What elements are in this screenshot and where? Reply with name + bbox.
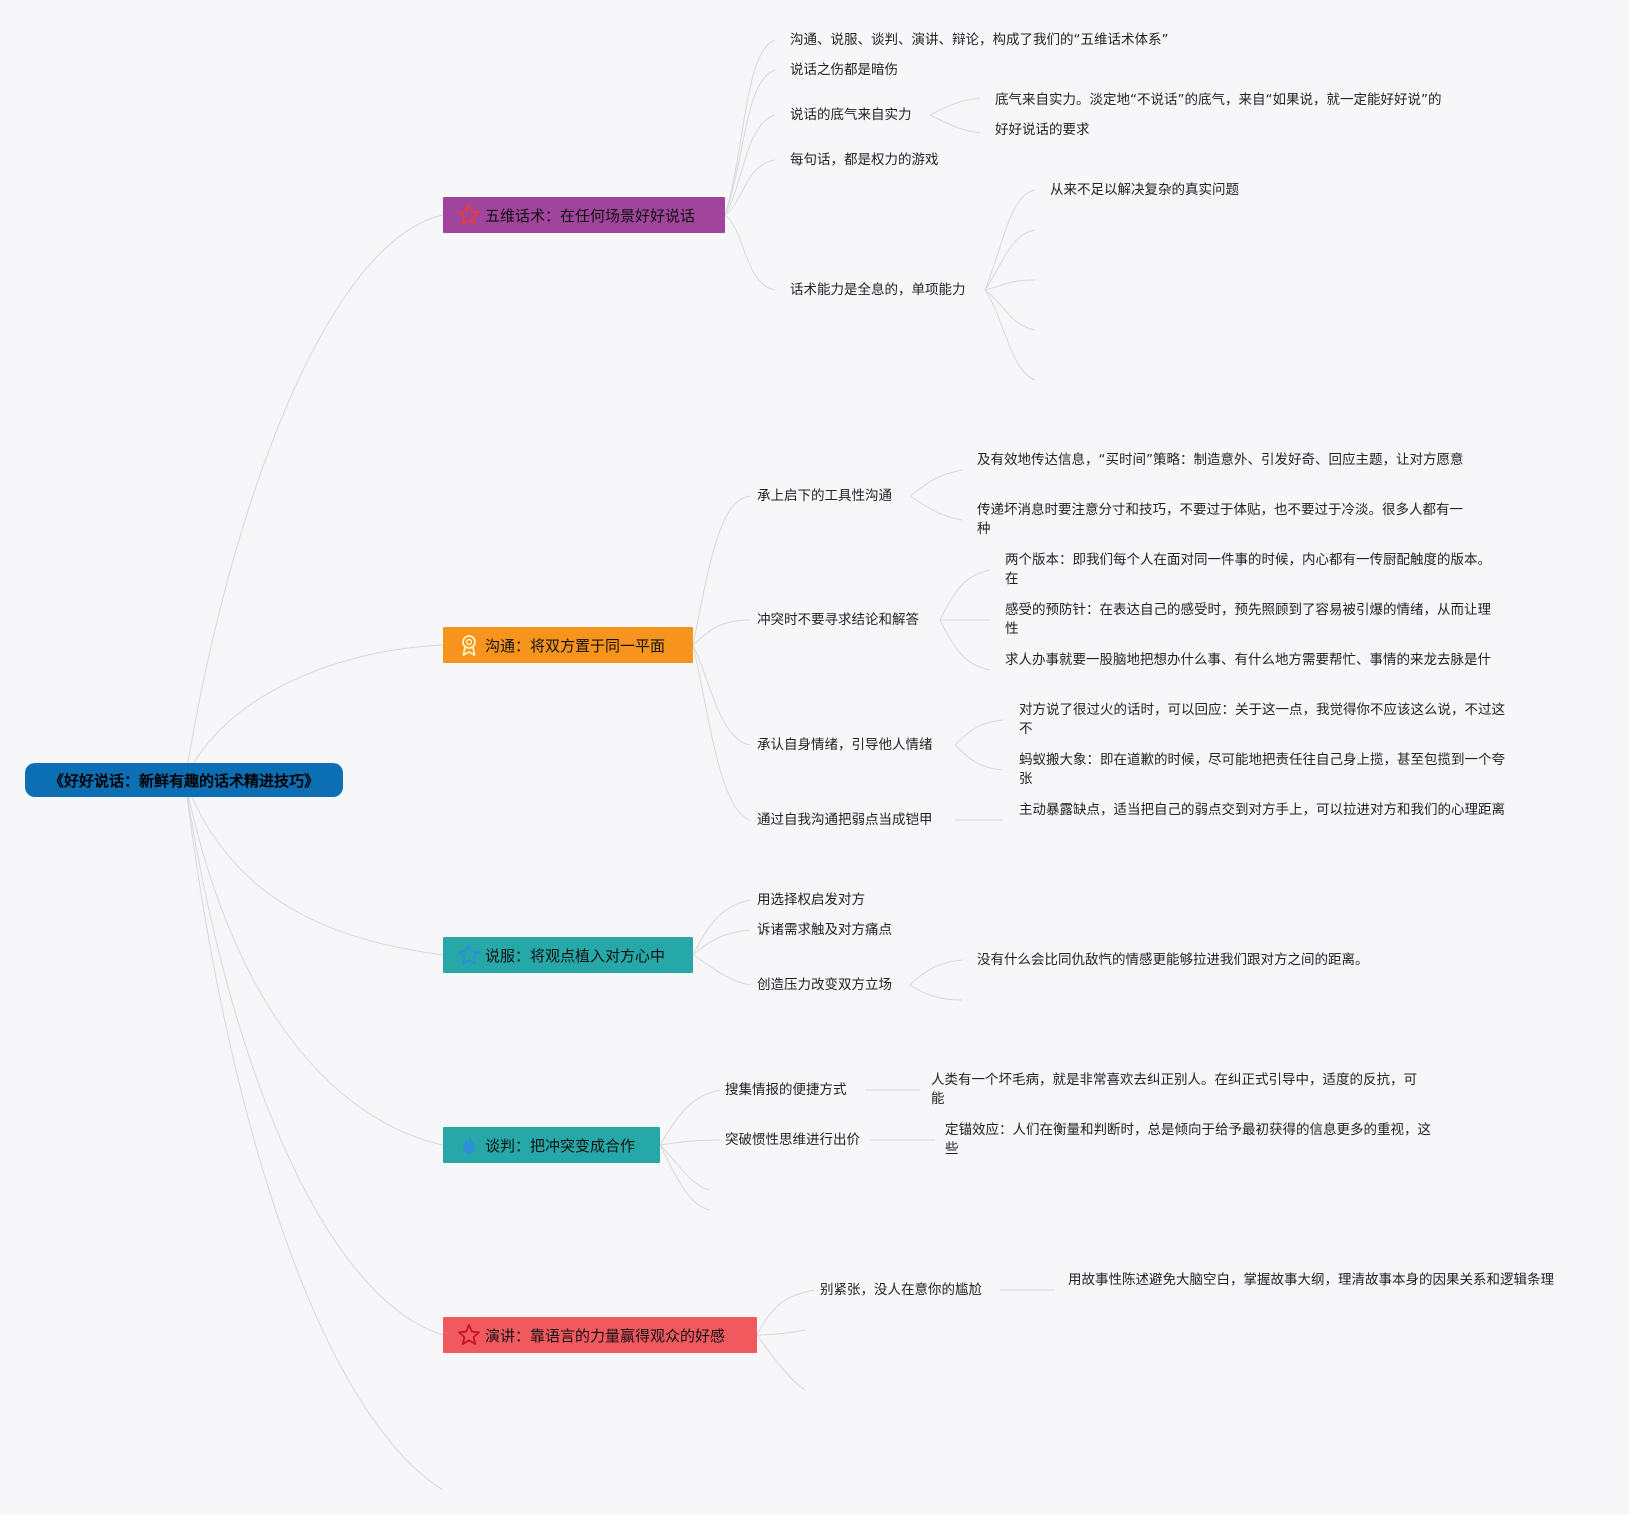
edge — [692, 495, 751, 646]
topic-tanpan-b1[interactable]: 定锚效应：人们在衡量和判断时，总是倾向于给予最初获得的信息更多的重视，这些 — [945, 1122, 1431, 1157]
topic-goutong-d[interactable]: 通过自我沟通把弱点当成铠甲 — [757, 812, 933, 828]
edge — [184, 214, 444, 781]
topic-wuwei-a[interactable]: 沟通、说服、谈判、演讲、辩论，构成了我们的“五维话术体系” — [790, 32, 1169, 48]
edge — [984, 289, 1036, 331]
branch-wuwei[interactable]: 五维话术：在任何场景好好说话 — [443, 197, 725, 233]
edge — [909, 495, 963, 521]
branch-tanpan[interactable]: 谈判：把冲突变成合作 — [443, 1127, 660, 1163]
topic-wuwei-c1[interactable]: 底气来自实力。淡定地“不说话”的底气，来自“如果说，就一定能好好说”的 — [995, 92, 1442, 108]
topic-goutong-b2[interactable]: 感受的预防针：在表达自己的感受时，预先照顾到了容易被引爆的情绪，从而让理性 — [1005, 602, 1491, 637]
edge — [939, 569, 991, 621]
edge — [184, 644, 444, 781]
edge — [724, 214, 776, 291]
topic-goutong-a1[interactable]: 及有效地传达信息，“买时间”策略：制造意外、引发好奇、回应主题，让对方愿意 — [977, 452, 1464, 468]
edge — [184, 779, 444, 956]
edge — [724, 69, 776, 216]
edge — [692, 954, 751, 986]
branch-yanjiang-label: 演讲：靠语言的力量赢得观众的好感 — [485, 1326, 726, 1345]
topic-yanjiang-a[interactable]: 别紧张，没人在意你的尴尬 — [820, 1282, 982, 1298]
topic-goutong-c[interactable]: 承认自身情绪，引导他人情绪 — [757, 737, 933, 753]
topic-tanpan-a[interactable]: 搜集情报的便捷方式 — [725, 1082, 847, 1098]
edge — [954, 744, 1004, 771]
edge — [909, 469, 963, 497]
flame-icon — [463, 1135, 475, 1154]
topic-tanpan-a1[interactable]: 人类有一个坏毛病，就是非常喜欢去纠正别人。在纠正式引导中，适度的反抗，可能 — [931, 1072, 1417, 1107]
edge — [954, 719, 1004, 746]
edge — [756, 1329, 806, 1336]
root-topic-label: 《好好说话：新鲜有趣的话术精进技巧》 — [48, 771, 319, 790]
branch-wuwei-label: 五维话术：在任何场景好好说话 — [485, 206, 696, 225]
branch-tanpan-label: 谈判：把冲突变成合作 — [485, 1136, 636, 1155]
edge — [692, 899, 751, 956]
topic-wuwei-c[interactable]: 说话的底气来自实力 — [790, 107, 912, 123]
branch-yanjiang[interactable]: 演讲：靠语言的力量赢得观众的好感 — [443, 1317, 757, 1353]
branch-goutong-label: 沟通：将双方置于同一平面 — [485, 636, 666, 655]
edge — [184, 779, 444, 1336]
edge — [692, 929, 751, 956]
edge — [929, 97, 981, 116]
edge — [939, 619, 991, 671]
edge — [984, 289, 1036, 381]
branch-shuofu[interactable]: 说服：将观点植入对方心中 — [443, 937, 693, 973]
edge — [659, 1144, 711, 1191]
topic-goutong-b1[interactable]: 两个版本：即我们每个人在面对同一件事的时候，内心都有一传厨配触度的版本。在 — [1005, 552, 1491, 587]
edge — [692, 619, 751, 646]
edge — [984, 189, 1036, 291]
edge — [724, 114, 776, 216]
edge — [909, 984, 963, 1001]
topic-goutong-a2[interactable]: 传递坏消息时要注意分寸和技巧，不要过于体贴，也不要过于冷淡。很多人都有一种 — [977, 502, 1463, 537]
edge — [984, 229, 1036, 291]
edge — [909, 959, 963, 986]
topic-shuofu-c[interactable]: 创造压力改变双方立场 — [757, 977, 892, 993]
root-topic[interactable]: 《好好说话：新鲜有趣的话术精进技巧》 — [25, 763, 343, 797]
topic-wuwei-e1[interactable]: 从来不足以解决复杂的真实问题 — [1050, 182, 1239, 198]
topic-goutong-d1[interactable]: 主动暴露缺点，适当把自己的弱点交到对方手上，可以拉进对方和我们的心理距离 — [1019, 802, 1505, 818]
topic-goutong-c2[interactable]: 蚂蚁搬大象：即在道歉的时候，尽可能地把责任往自己身上揽，甚至包揽到一个夸张 — [1019, 752, 1505, 787]
edge — [692, 644, 751, 746]
topic-wuwei-c2[interactable]: 好好说话的要求 — [995, 122, 1090, 138]
topic-wuwei-d[interactable]: 每句话，都是权力的游戏 — [790, 152, 939, 168]
topic-goutong-b[interactable]: 冲突时不要寻求结论和解答 — [757, 612, 919, 628]
topic-goutong-b3[interactable]: 求人办事就要一股脑地把想办什么事、有什么地方需要帮忙、事情的来龙去脉是什 — [1005, 652, 1491, 668]
edge — [724, 39, 776, 216]
branch-shuofu-label: 说服：将观点植入对方心中 — [485, 946, 666, 965]
edge — [724, 159, 776, 216]
topic-shuofu-c1[interactable]: 没有什么会比同仇敌忾的情感更能够拉进我们跟对方之间的距离。 — [977, 952, 1369, 968]
edge — [184, 779, 444, 1146]
edge — [184, 779, 444, 1491]
topic-shuofu-a[interactable]: 用选择权启发对方 — [757, 892, 865, 908]
topic-goutong-a[interactable]: 承上启下的工具性沟通 — [757, 488, 892, 504]
topic-wuwei-b[interactable]: 说话之伤都是暗伤 — [790, 62, 898, 78]
edge — [984, 279, 1036, 291]
edge — [756, 1289, 816, 1336]
topic-goutong-c1[interactable]: 对方说了很过火的话时，可以回应：关于这一点，我觉得你不应该这么说，不过这不 — [1019, 702, 1505, 737]
edge — [659, 1144, 711, 1211]
star-outline-icon — [458, 1324, 480, 1345]
edge — [659, 1089, 721, 1146]
star-outline-icon — [458, 204, 480, 225]
topic-yanjiang-a1[interactable]: 用故事性陈述避免大脑空白，掌握故事大纲，理清故事本身的因果关系和逻辑条理 — [1068, 1272, 1554, 1288]
star-outline-icon — [458, 944, 480, 965]
topic-wuwei-e[interactable]: 话术能力是全息的，单项能力 — [790, 282, 966, 298]
edge — [692, 644, 751, 821]
award-icon — [462, 635, 476, 656]
topic-shuofu-b[interactable]: 诉诸需求触及对方痛点 — [757, 922, 892, 938]
topic-tanpan-b[interactable]: 突破惯性思维进行出价 — [725, 1132, 860, 1148]
branch-goutong[interactable]: 沟通：将双方置于同一平面 — [443, 627, 693, 663]
edge — [929, 114, 981, 134]
edge — [659, 1139, 721, 1146]
edge — [756, 1334, 806, 1391]
